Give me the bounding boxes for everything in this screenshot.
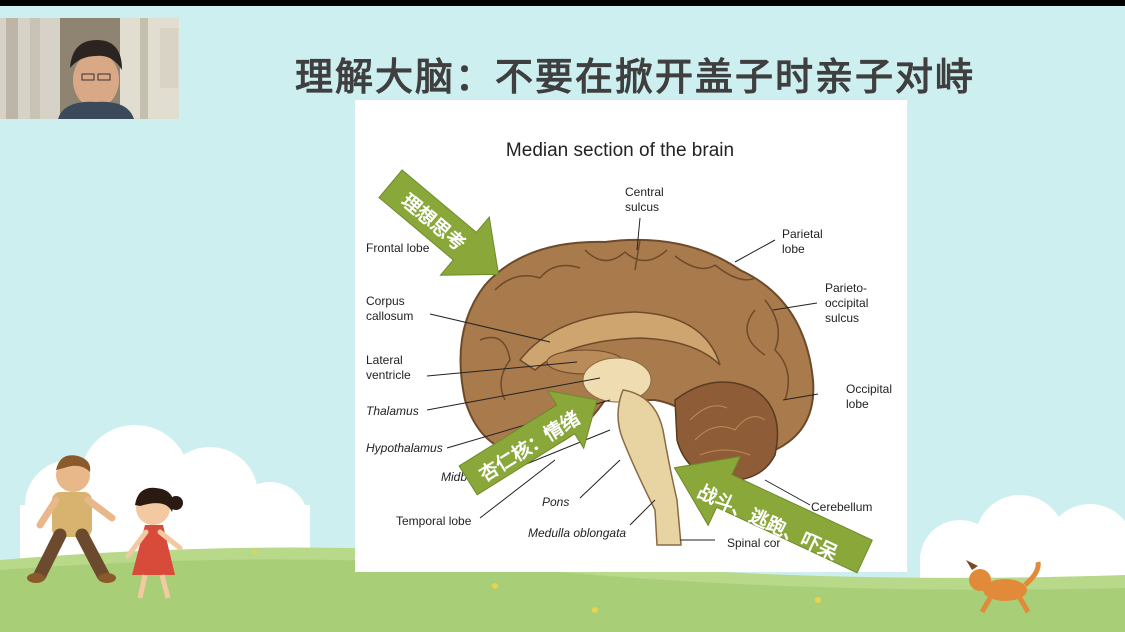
grass-flowers	[253, 550, 821, 613]
brain-diagram-image: Median section of the brain	[355, 100, 907, 572]
label-pons: Pons	[542, 495, 570, 509]
thalamus	[582, 357, 652, 403]
running-girl-illustration	[125, 487, 183, 599]
brainstem	[617, 389, 682, 546]
label-frontal-lobe: Frontal lobe	[366, 241, 430, 255]
label-parieto-occipital-sulcus: Parieto- occipital sulcus	[825, 281, 869, 325]
cerebellum	[674, 381, 779, 482]
label-lateral-ventricle: Lateral ventricle	[366, 353, 411, 382]
label-cerebellum: Cerebellum	[811, 500, 873, 514]
label-hypothalamus: Hypothalamus	[366, 441, 443, 455]
presenter-webcam-thumbnail	[0, 18, 179, 119]
label-parietal-lobe: Parietal lobe	[782, 227, 823, 256]
cerebellum-branches	[689, 405, 766, 456]
gyri-lines	[479, 239, 790, 401]
cloud-right	[920, 495, 1125, 605]
label-midbrain: Midb	[441, 470, 468, 484]
figure-title: Median section of the brain	[505, 140, 735, 161]
running-boy-illustration	[27, 455, 116, 583]
top-black-bar	[0, 0, 1125, 6]
label-medulla-oblongata: Medulla oblongata	[528, 526, 627, 540]
slide-title: 理解大脑：不要在掀开盖子时亲子对峙	[294, 55, 975, 99]
label-central-sulcus: Central sulcus	[625, 185, 664, 214]
label-corpus-callosum: Corpus callosum	[366, 294, 414, 323]
label-thalamus: Thalamus	[366, 404, 419, 418]
label-temporal-lobe: Temporal lobe	[396, 514, 472, 528]
dog-illustration	[966, 560, 1041, 614]
label-occipital-lobe: Occipital lobe	[846, 382, 893, 411]
corpus-callosum	[518, 311, 721, 371]
slide-background-scene	[0, 425, 1125, 632]
webcam-video-frame	[0, 18, 179, 119]
